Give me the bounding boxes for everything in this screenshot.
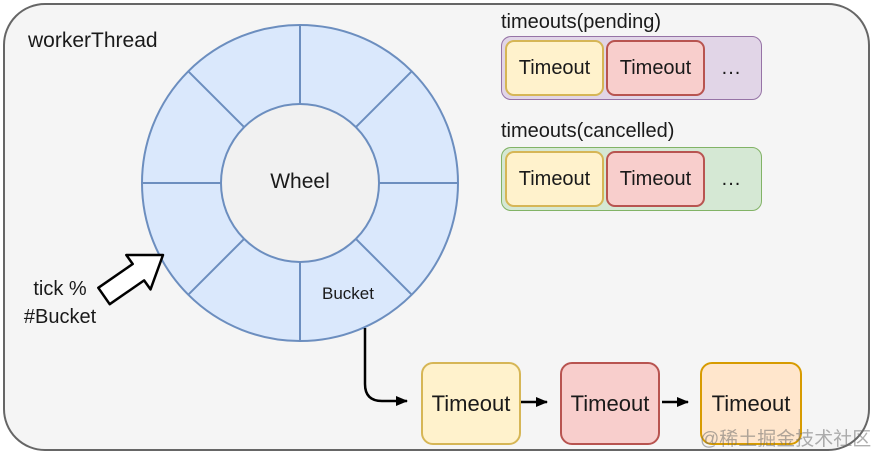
pending-timeout-1: Timeout: [505, 40, 604, 96]
tick-annotation-line2: #Bucket: [23, 306, 97, 328]
timeouts-pending-tray: Timeout Timeout ...: [501, 36, 762, 100]
chain-timeout-3: Timeout: [700, 362, 802, 445]
chain-timeout-2: Timeout: [560, 362, 660, 445]
chain-timeout-1: Timeout: [421, 362, 521, 445]
tick-annotation-line1: tick %: [33, 278, 87, 300]
cancelled-ellipsis: ...: [721, 167, 742, 190]
wheel-label: Wheel: [270, 170, 330, 193]
timeouts-cancelled-tray: Timeout Timeout ...: [501, 147, 762, 211]
pending-ellipsis: ...: [721, 56, 742, 79]
watermark: @稀土掘金技术社区: [700, 429, 872, 450]
bucket-label: Bucket: [322, 284, 374, 303]
timeouts-pending-label: timeouts(pending): [501, 11, 662, 33]
timeouts-cancelled-label: timeouts(cancelled): [501, 120, 675, 142]
cancelled-timeout-2: Timeout: [606, 151, 705, 207]
tick-annotation: tick % #Bucket: [8, 275, 112, 331]
cancelled-timeout-1: Timeout: [505, 151, 604, 207]
pending-timeout-2: Timeout: [606, 40, 705, 96]
frame-title: workerThread: [28, 29, 158, 52]
